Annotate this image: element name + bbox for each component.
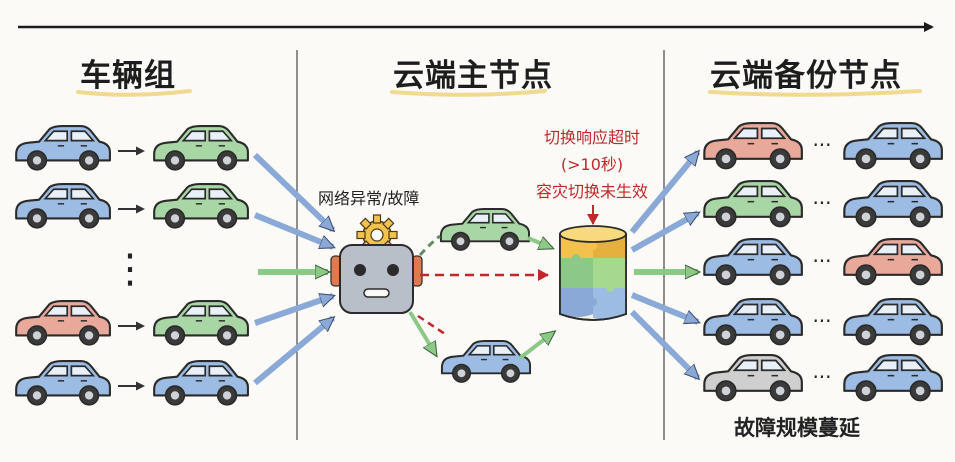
car-icon [440,340,532,383]
title-underline-vehicle [76,89,192,97]
car-icon [843,354,943,402]
car-icon [439,208,531,251]
car-icon [843,238,943,286]
car-icon [15,125,111,171]
switch-timeout-line2: (>10秒) [560,155,624,174]
section-title-primary-node: 云端主节点 [393,58,553,94]
row-ellipsis: ··· [812,191,831,215]
car-icon [843,180,943,228]
switch-timeout-label: 切换响应超时 (>10秒) 容灾切换未生效 [522,124,662,202]
vehicle-ellipsis: ⋮ [110,246,150,292]
row-ellipsis: ··· [812,309,831,333]
gear-icon [356,214,398,256]
car-icon [153,360,249,406]
title-underline-primary [390,89,547,97]
fan-out-arrow [629,152,701,234]
row-ellipsis: ··· [812,133,831,157]
fan-in-arrow [253,212,333,250]
section-title-vehicle-group: 车辆组 [80,58,176,94]
car-icon [15,183,111,229]
car-icon [703,180,803,228]
failover-failed-label: 容灾切换未生效 [535,182,648,201]
path-arrow-dashed [418,234,441,257]
car-icon [153,300,249,346]
fan-in-arrow [254,296,333,326]
car-icon [843,298,943,346]
title-underline-backup [708,89,922,97]
fan-out-arrow [630,210,698,253]
fan-out-arrow [630,292,698,325]
path-arrow [527,238,552,248]
section-title-backup-node: 云端备份节点 [710,58,902,94]
failure-link-dashed [417,314,446,336]
car-icon [703,122,803,170]
car-icon [15,360,111,406]
row-ellipsis: ··· [812,249,831,273]
car-icon [703,238,803,286]
robot-node-icon [330,214,423,314]
fan-in-arrow [252,152,333,230]
network-fault-label: 网络异常/故障 [318,189,420,208]
car-icon [153,183,249,229]
path-arrow [518,332,554,360]
car-icon [843,122,943,170]
car-icon [703,298,803,346]
puzzle-cylinder-icon [559,225,627,321]
switch-timeout-line1: 切换响应超时 [543,128,640,147]
fan-in-arrow [253,315,333,386]
car-icon [15,300,111,346]
fault-spread-label: 故障规模蔓延 [734,416,860,440]
fan-out-arrow [629,309,698,378]
car-icon [153,125,249,171]
row-ellipsis: ··· [812,365,831,389]
path-arrow [408,310,438,355]
car-icon [703,354,803,402]
